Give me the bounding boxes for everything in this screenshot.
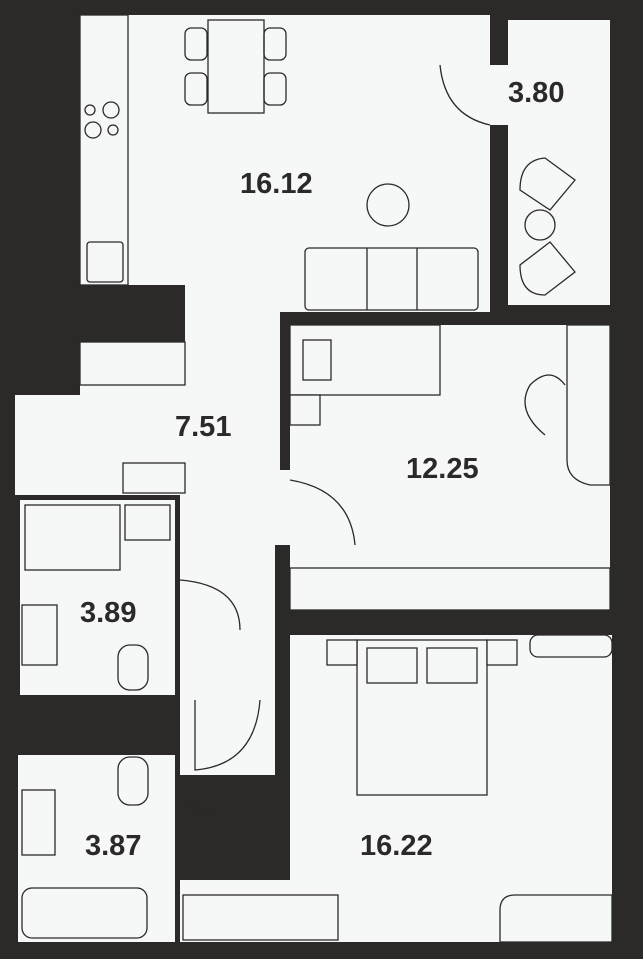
- area-label-bedroom-large: 16.22: [360, 830, 433, 862]
- dining-table: [184, 19, 287, 114]
- area-label-hallway: 7.51: [175, 411, 231, 443]
- room-balcony: [508, 20, 610, 305]
- area-label-bathroom-2: 3.87: [85, 830, 141, 862]
- area-label-living: 16.12: [240, 168, 313, 200]
- kitchen-counter: [79, 14, 129, 286]
- desk-large-bedroom: [499, 894, 613, 943]
- wardrobe-large-bedroom: [182, 894, 339, 941]
- sofa: [304, 247, 479, 311]
- wardrobe-hallway: [79, 341, 186, 386]
- wardrobe-small-bedroom: [289, 567, 611, 611]
- bathroom-2-fixtures: [21, 756, 149, 939]
- door-bedroom-small[interactable]: [289, 479, 356, 546]
- desk-small-bedroom: [524, 324, 611, 486]
- shoe-rack: [122, 462, 186, 494]
- area-label-balcony: 3.80: [508, 77, 564, 109]
- area-label-bedroom-small: 12.25: [406, 453, 479, 485]
- door-balcony[interactable]: [439, 64, 491, 126]
- door-bedroom-large[interactable]: [194, 699, 261, 771]
- balcony-furniture: [519, 157, 576, 296]
- double-bed: [326, 639, 518, 796]
- coffee-table: [366, 183, 410, 227]
- balcony-doorway: [490, 65, 510, 125]
- area-label-bathroom-1: 3.89: [80, 597, 136, 629]
- bed-single: [289, 324, 441, 426]
- door-bathroom-2[interactable]: [179, 804, 246, 876]
- bedroom-small-doorway: [275, 470, 293, 545]
- room-living-kitchen: [80, 15, 490, 500]
- vanity-table: [529, 634, 613, 658]
- bathroom-1-fixtures: [21, 504, 171, 691]
- door-bathroom-1[interactable]: [179, 579, 241, 631]
